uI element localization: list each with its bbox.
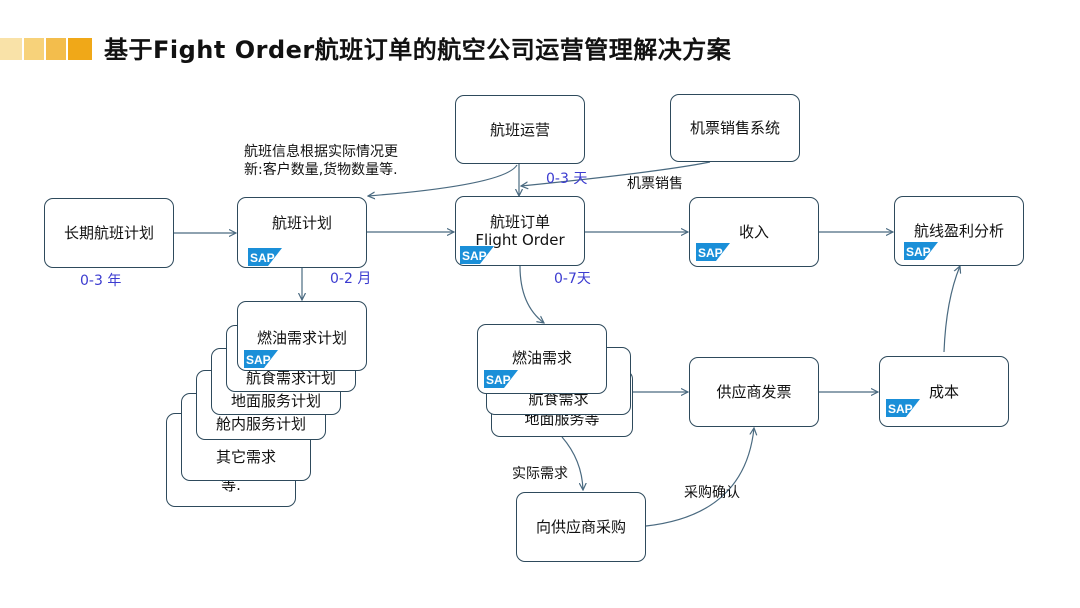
accent-segment <box>68 38 92 60</box>
duration-0-3-year: 0-3 年 <box>80 273 122 289</box>
ticket-system-box: 机票销售系统 <box>670 94 800 162</box>
duration-0-3-day: 0-3 天 <box>546 171 588 187</box>
long-term-plan-box: 长期航班计划 <box>44 198 174 268</box>
arrow-demand-to-purchase <box>561 436 583 490</box>
flight-order-label-2: Flight Order <box>475 231 565 249</box>
purchase-box: 向供应商采购 <box>516 492 646 562</box>
accent-segment <box>0 38 22 60</box>
purchase-label: 向供应商采购 <box>535 518 626 536</box>
arrow-order-to-fuel <box>519 265 544 323</box>
ground-service-plan-label: 地面服务计划 <box>230 392 321 410</box>
sap-logo: SAP <box>696 243 730 261</box>
arrow-tickets-to-order <box>521 161 711 186</box>
supplier-invoice-label: 供应商发票 <box>716 383 792 401</box>
cabin-service-plan-label: 舱内服务计划 <box>215 415 306 433</box>
fuel-plan-box: 燃油需求计划 <box>237 301 367 371</box>
flight-plan-label: 航班计划 <box>271 214 332 232</box>
accent-segment <box>24 38 44 60</box>
svg-text:SAP: SAP <box>906 245 931 259</box>
page-title: 基于Fight Order航班订单的航空公司运营管理解决方案 <box>104 36 732 64</box>
svg-text:SAP: SAP <box>250 251 275 265</box>
route-profit-label: 航线盈利分析 <box>913 222 1004 240</box>
route-profit-box: 航线盈利分析 <box>894 196 1024 266</box>
cost-label: 成本 <box>928 382 959 401</box>
meal-requirement-label: 航食需求 <box>528 390 589 408</box>
long-term-plan-label: 长期航班计划 <box>63 224 154 242</box>
svg-text:SAP: SAP <box>246 353 271 367</box>
fuel-requirement-label: 燃油需求 <box>511 349 572 367</box>
accent-segment <box>46 38 66 60</box>
duration-0-7-day: 0-7天 <box>554 271 591 287</box>
supplier-invoice-box: 供应商发票 <box>689 357 819 427</box>
svg-text:SAP: SAP <box>698 246 723 260</box>
purchase-confirm-label: 采购确认 <box>684 485 740 501</box>
flight-ops-box: 航班运营 <box>455 95 585 164</box>
info-note-line1: 航班信息根据实际情况更 <box>244 144 398 160</box>
info-note-line2: 新:客户数量,货物数量等. <box>244 162 398 178</box>
other-requirement-label: 其它需求 <box>215 448 276 466</box>
sap-logo: SAP <box>886 399 920 417</box>
actual-demand-label: 实际需求 <box>512 466 568 482</box>
flight-ops-label: 航班运营 <box>489 120 550 139</box>
meal-plan-label: 航食需求计划 <box>245 369 336 387</box>
duration-0-2-month: 0-2 月 <box>330 271 372 287</box>
arrow-purchase-to-invoice <box>645 428 754 527</box>
income-label: 收入 <box>738 223 769 241</box>
svg-text:SAP: SAP <box>462 249 487 263</box>
ticket-system-label: 机票销售系统 <box>689 119 780 137</box>
sap-logo: SAP <box>244 350 278 368</box>
svg-text:SAP: SAP <box>888 402 913 416</box>
arrow-ops-to-plan <box>368 164 518 196</box>
ticket-sales-label: 机票销售 <box>627 176 683 192</box>
fuel-plan-label: 燃油需求计划 <box>256 329 347 347</box>
svg-text:SAP: SAP <box>486 373 511 387</box>
arrow-cost-to-profit <box>943 266 960 353</box>
flight-order-label-1: 航班订单 <box>489 213 550 231</box>
sap-logo: SAP <box>904 242 938 260</box>
sap-logo: SAP <box>484 370 518 388</box>
sap-logo: SAP <box>248 248 282 266</box>
sap-logo: SAP <box>460 246 494 264</box>
